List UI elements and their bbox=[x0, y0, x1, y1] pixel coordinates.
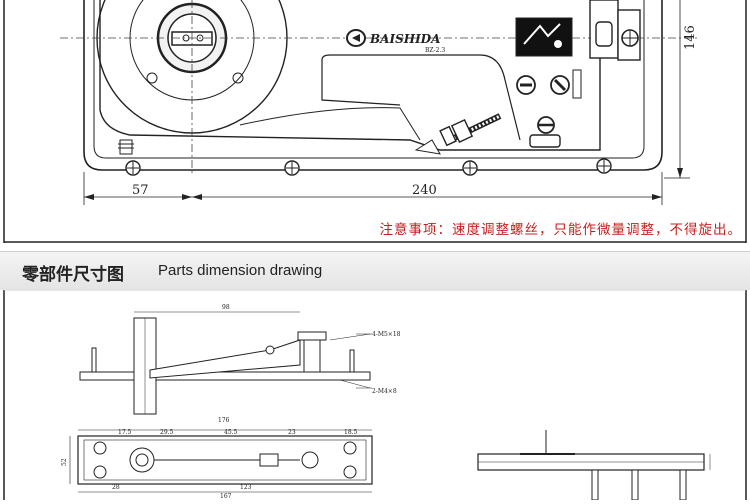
plan-dim-seg-2: 29.5 bbox=[160, 429, 174, 436]
dim-left-value: 57 bbox=[132, 183, 149, 198]
foot-bolt bbox=[118, 139, 134, 155]
section-title-en: Parts dimension drawing bbox=[158, 262, 323, 279]
side-dim-top: 98 bbox=[222, 304, 230, 311]
speed-screws bbox=[516, 69, 582, 148]
label-screw-bottom: 2-M4×8 bbox=[372, 388, 397, 395]
plan-view bbox=[69, 429, 373, 493]
side-view bbox=[79, 311, 372, 415]
base-screws bbox=[125, 158, 612, 176]
body-rib bbox=[321, 54, 521, 141]
section-header: 零部件尺寸图 Parts dimension drawing bbox=[0, 251, 750, 291]
cover-plate-outline bbox=[83, 0, 663, 171]
plan-dim-bottom-left: 28 bbox=[112, 484, 120, 491]
section-title-cn: 零部件尺寸图 bbox=[22, 265, 124, 285]
adjusting-bolt bbox=[414, 113, 502, 155]
brand-logo: BAISHIDA BZ-2.3 bbox=[346, 29, 445, 54]
dim-height-value: 146 bbox=[683, 25, 698, 50]
brand-name: BAISHIDA bbox=[369, 32, 440, 46]
plan-dim-bottom-total: 167 bbox=[220, 493, 232, 500]
dimension-lines bbox=[83, 0, 690, 205]
plan-dim-seg-4: 23 bbox=[288, 429, 296, 436]
front-view bbox=[477, 430, 711, 501]
plan-dim-seg-3: 45.5 bbox=[224, 429, 238, 436]
floor-spring-drawing: BAISHIDA BZ-2.3 bbox=[3, 0, 747, 243]
right-bracket bbox=[589, 0, 641, 61]
plan-dim-height: 52 bbox=[61, 458, 68, 466]
dim-main-value: 240 bbox=[412, 183, 437, 198]
plan-dim-seg-1: 17.5 bbox=[118, 429, 132, 436]
model-number: BZ-2.3 bbox=[425, 47, 445, 54]
adjustment-notice: 注意事项：速度调整螺丝，只能作微量调整，不得旋出。 bbox=[379, 222, 742, 238]
valve-plate bbox=[515, 17, 573, 57]
top-drawing-panel: BAISHIDA BZ-2.3 bbox=[0, 0, 750, 243]
label-screw-top: 4-M5×18 bbox=[372, 331, 401, 338]
plan-dim-seg-5: 18.5 bbox=[344, 429, 358, 436]
plan-dim-bottom-mid: 123 bbox=[240, 484, 252, 491]
parts-drawing-panel: 98 4-M5×18 2-M4×8 176 17.5 29.5 45.5 23 … bbox=[0, 289, 750, 501]
parts-dimension-drawing: 98 4-M5×18 2-M4×8 176 17.5 29.5 45.5 23 … bbox=[3, 289, 747, 501]
cover-plate-inner bbox=[93, 0, 645, 159]
plan-dim-overall: 176 bbox=[218, 417, 230, 424]
